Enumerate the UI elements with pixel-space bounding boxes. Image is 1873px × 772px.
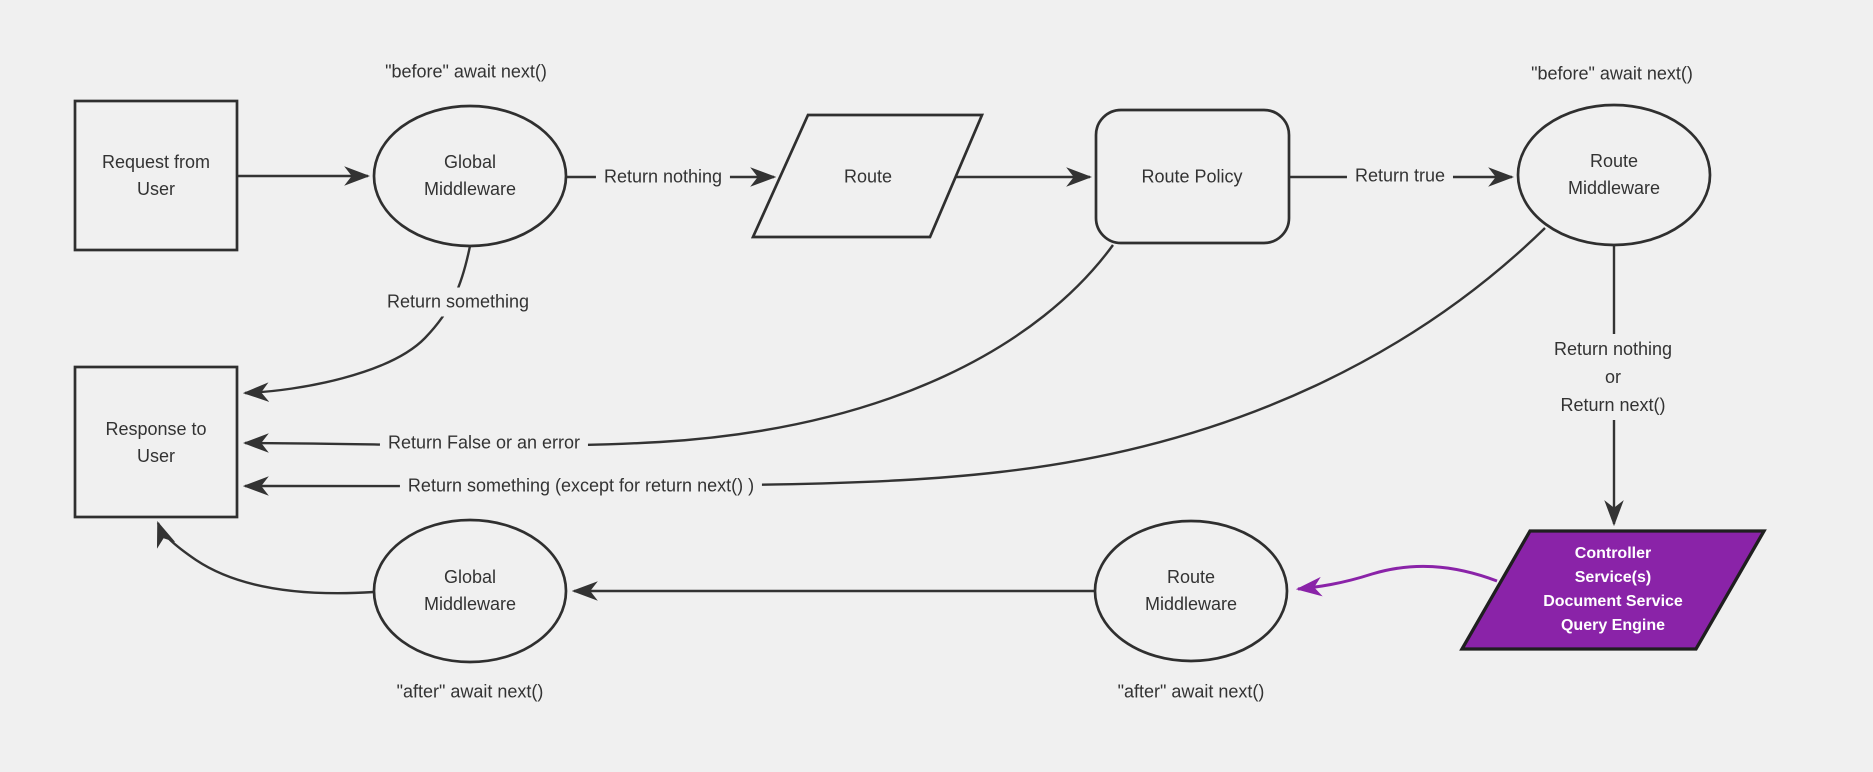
before-await-next-top-left-label: "before" await next() <box>385 61 547 82</box>
after-await-next-bottom-right-label: "after" await next() <box>1117 681 1265 702</box>
return-something-except-label: Return something (except for return next… <box>399 471 763 501</box>
before-await-next-top-right-label: "before" await next() <box>1531 63 1693 84</box>
route-middleware-bottom-ellipse <box>1093 519 1289 663</box>
response-to-user-label: Response to User <box>105 419 207 466</box>
return-nothing-or-next-label: Return nothing or Return next() <box>1545 334 1681 420</box>
return-true-label: Return true <box>1346 161 1454 191</box>
route-parallelogram <box>750 113 985 239</box>
route-policy-box <box>1094 108 1291 245</box>
edge-global-middleware-to-response <box>242 245 472 402</box>
return-false-or-error-label: Return False or an error <box>379 428 589 458</box>
route-policy-label: Route Policy <box>1141 166 1243 187</box>
edge-controller-to-route-middleware-bottom <box>1295 564 1498 597</box>
return-something-label: Return something <box>378 287 538 317</box>
route-middleware-top-label: Route Middleware <box>1567 151 1661 198</box>
edge-global-middleware-bottom-to-response <box>156 520 375 595</box>
global-middleware-bottom-ellipse <box>372 518 568 664</box>
global-middleware-top-ellipse <box>372 104 568 248</box>
response-to-user-box <box>73 365 239 519</box>
route-middleware-bottom-label: Route Middleware <box>1144 567 1238 614</box>
request-from-user-label: Request from User <box>101 152 211 199</box>
route-middleware-top-ellipse <box>1516 103 1712 247</box>
request-from-user-box <box>73 99 239 252</box>
after-await-next-bottom-left-label: "after" await next() <box>396 681 544 702</box>
route-label: Route <box>843 166 893 187</box>
return-nothing-label: Return nothing <box>595 162 731 192</box>
controller-services-parallelogram <box>1459 529 1767 651</box>
controller-services-label: Controller Service(s) Document Service Q… <box>1543 545 1683 634</box>
edge-route-policy-to-response <box>242 244 1114 453</box>
global-middleware-bottom-label: Global Middleware <box>423 567 517 614</box>
global-middleware-top-label: Global Middleware <box>423 152 517 199</box>
